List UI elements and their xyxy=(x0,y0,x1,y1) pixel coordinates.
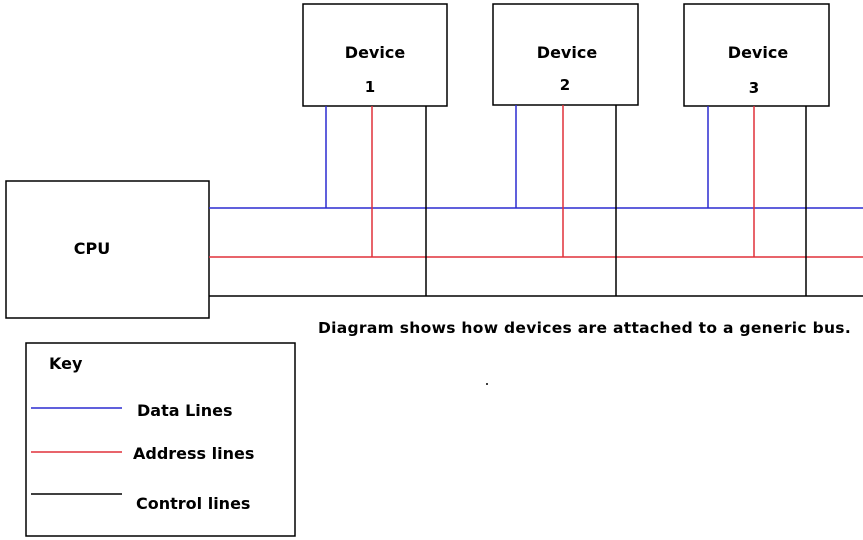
key-data-label: Data Lines xyxy=(137,401,233,420)
device-2-box xyxy=(492,3,639,106)
cpu-box xyxy=(5,180,210,319)
device-1: Device 1 xyxy=(302,3,448,296)
device-2-name: Device xyxy=(537,43,598,62)
key-address-label: Address lines xyxy=(133,444,254,463)
diagram-caption: Diagram shows how devices are attached t… xyxy=(318,319,852,337)
device-1-number: 1 xyxy=(365,78,375,96)
cpu-label: CPU xyxy=(74,239,110,258)
device-1-box xyxy=(302,3,448,107)
device-2: Device 2 xyxy=(492,3,639,296)
device-2-number: 2 xyxy=(560,76,570,94)
key-title: Key xyxy=(49,354,83,373)
device-3-number: 3 xyxy=(749,79,759,97)
device-3-box xyxy=(683,3,830,107)
device-3-name: Device xyxy=(728,43,789,62)
stray-dot xyxy=(486,383,488,385)
device-3: Device 3 xyxy=(683,3,830,296)
key-box xyxy=(25,342,296,537)
key-control-label: Control lines xyxy=(136,494,250,513)
device-1-name: Device xyxy=(345,43,406,62)
key-legend: Key Data Lines Address lines Control lin… xyxy=(25,342,296,537)
